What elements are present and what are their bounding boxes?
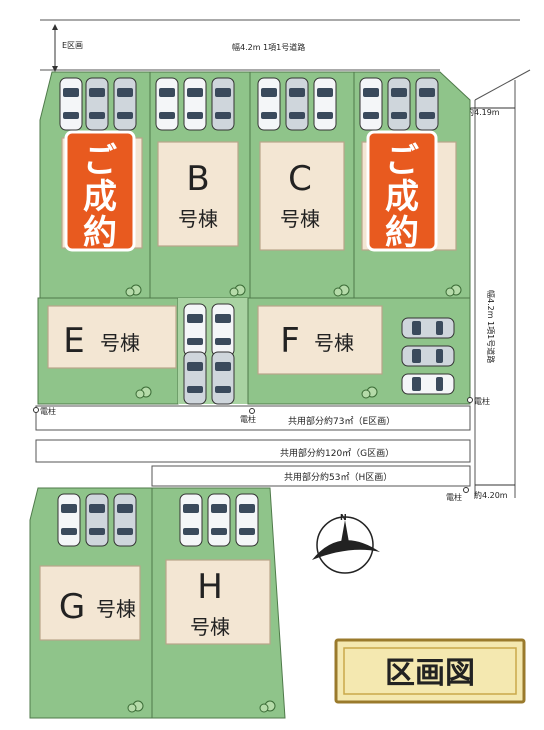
sold-char-2: 成 [385,177,419,217]
parked-car [211,351,235,405]
lot-e-suffix: 号棟 [100,331,140,355]
pole-label-1: 電柱 [40,406,56,416]
parked-car [59,77,83,131]
common-area-g: 共用部分約120㎡（G区画） [35,439,471,463]
map-title: 区画図 [385,656,475,691]
parked-car [313,77,337,131]
parked-car [85,77,109,131]
north-road-label: 幅4.2m 1項1号道路 [232,42,305,52]
parked-car [183,351,207,405]
lot-c-letter: C [288,159,312,199]
common-area-g-label: 共用部分約120㎡（G区画） [280,447,394,459]
lot-h-suffix: 号棟 [190,615,230,639]
sold-char-2: 成 [83,177,117,217]
common-area-h-label: 共用部分約53㎡（H区画） [284,471,392,483]
tree [333,284,350,297]
tree [361,386,378,399]
compass: N [312,513,380,574]
parked-car [401,373,455,395]
parked-car [207,493,231,547]
north-road-dim: E区画 [62,41,83,50]
pole-label-4: 電柱 [446,492,462,502]
sold-badge-d: ご 成 約 [366,130,438,253]
lot-e [37,297,248,405]
east-width-bottom: 約4.20m [474,490,508,500]
pole-label-3: 電柱 [474,396,490,406]
lot-h-letter: H [197,567,223,607]
east-road-label: 幅4.2m 1項1号道路 [486,290,496,363]
parked-car [155,77,179,131]
lot-g-letter: G [59,587,85,627]
common-area-e-label: 共用部分約73㎡（E区画） [288,415,395,427]
parked-car [211,303,235,357]
parked-car [179,493,203,547]
tree [125,284,142,297]
pole-label-2: 電柱 [240,414,256,424]
parked-car [415,77,439,131]
sold-char-1: ご [83,141,117,181]
tree [445,284,462,297]
tree [229,284,246,297]
parked-car [113,77,137,131]
parked-car [387,77,411,131]
lot-f-letter: F [280,321,300,361]
utility-poles: 電柱 電柱 電柱 電柱 [33,396,490,502]
sold-badge-a: ご 成 約 [64,130,136,253]
parked-car [401,345,455,367]
sold-char-3: 約 [83,213,117,253]
east-road: 約4.19m 幅4.2m 1項1号道路 約4.20m [465,69,531,500]
common-area-h: 共用部分約53㎡（H区画） [151,465,471,487]
lot-g-suffix: 号棟 [96,597,136,621]
north-road: E区画 幅4.2m 1項1号道路 [40,19,520,72]
lot-e-letter: E [63,321,84,361]
parked-car [401,317,455,339]
tree [259,700,276,713]
parked-car [85,493,109,547]
tree [127,700,144,713]
tree [135,386,152,399]
parked-car [211,77,235,131]
parked-car [285,77,309,131]
parked-car [183,303,207,357]
lot-b-suffix: 号棟 [178,207,218,231]
parked-car [57,493,81,547]
map-title-plate: 区画図 [334,638,526,704]
parked-car [235,493,259,547]
parked-car [257,77,281,131]
trees [125,284,462,713]
sold-char-1: ご [385,141,419,181]
parked-car [359,77,383,131]
lot-c-suffix: 号棟 [280,207,320,231]
parking-area [57,77,455,547]
east-width-top: 約4.19m [466,107,500,117]
sold-char-3: 約 [385,213,419,253]
lot-b-letter: B [186,159,209,199]
compass-label: N [340,513,347,522]
parked-car [113,493,137,547]
lot-f-suffix: 号棟 [314,331,354,355]
parked-car [183,77,207,131]
